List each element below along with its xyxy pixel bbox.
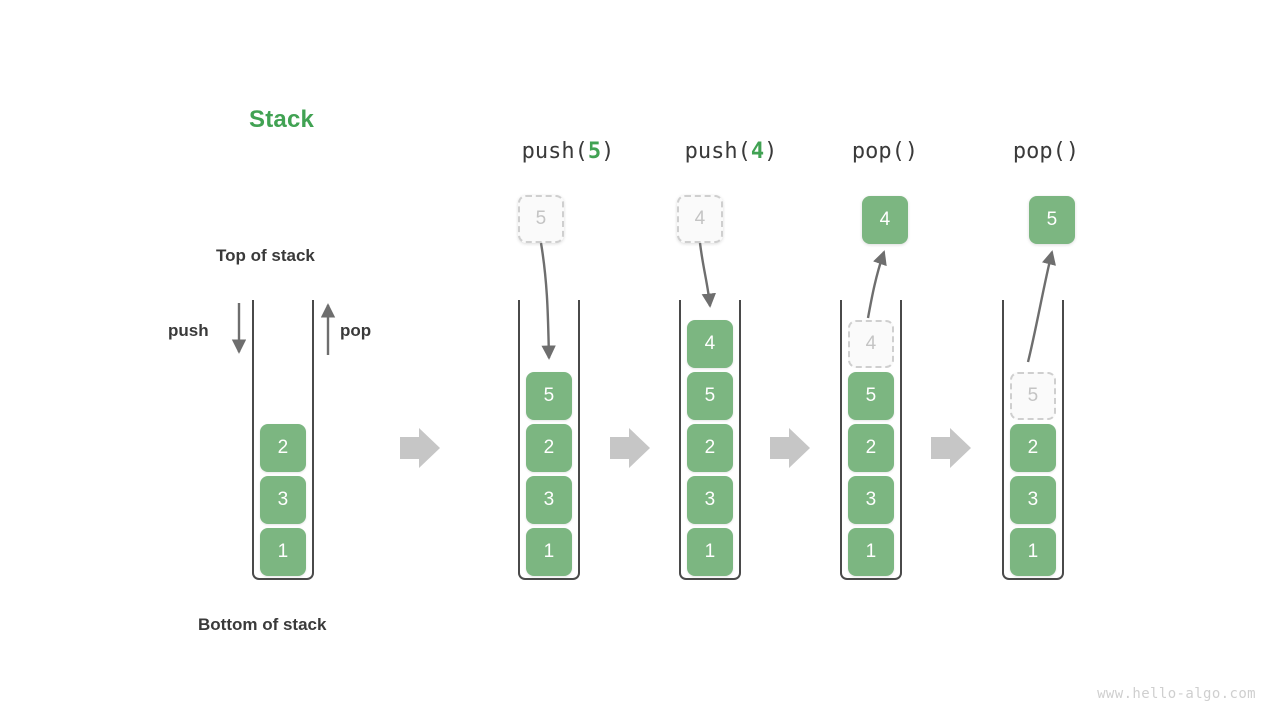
stack-container bbox=[518, 300, 580, 580]
push-label: push bbox=[168, 321, 209, 340]
stack-cell: 1 bbox=[526, 528, 572, 576]
stack-cell: 5 bbox=[687, 372, 733, 420]
op-header-pop-1: pop() bbox=[852, 139, 918, 164]
pop-label: pop bbox=[340, 321, 372, 340]
op-header-close: ) bbox=[601, 139, 615, 164]
op-header-name: push( bbox=[521, 139, 588, 164]
op-header-push-4: push(4) bbox=[685, 139, 778, 164]
step-arrow-1 bbox=[400, 428, 440, 468]
stack-cell: 3 bbox=[1010, 476, 1056, 524]
op-header-arg: 5 bbox=[587, 139, 602, 164]
stack-cell: 1 bbox=[260, 528, 306, 576]
floating-cell-ghost: 5 bbox=[518, 195, 564, 243]
stack-cell: 2 bbox=[1010, 424, 1056, 472]
op-header-name: push( bbox=[684, 139, 751, 164]
floating-cell-popped: 4 bbox=[862, 196, 908, 244]
stack-cell: 5 bbox=[526, 372, 572, 420]
stack-cell-ghost: 4 bbox=[848, 320, 894, 368]
stack-container bbox=[1002, 300, 1064, 580]
step-arrow-2 bbox=[610, 428, 650, 468]
op-header-name: pop() bbox=[851, 139, 919, 164]
floating-cell-ghost: 4 bbox=[677, 195, 723, 243]
stack-cell: 1 bbox=[848, 528, 894, 576]
op-header-close: ) bbox=[764, 139, 778, 164]
stack-cell: 2 bbox=[848, 424, 894, 472]
stack-container bbox=[840, 300, 902, 580]
stack-cell: 3 bbox=[848, 476, 894, 524]
stack-cell: 3 bbox=[687, 476, 733, 524]
stack-cell: 2 bbox=[526, 424, 572, 472]
push-4-flow-arrow bbox=[698, 242, 716, 308]
bottom-of-stack-label: Bottom of stack bbox=[198, 615, 327, 634]
stack-cell: 2 bbox=[687, 424, 733, 472]
step-arrow-3 bbox=[770, 428, 810, 468]
stack-container bbox=[679, 300, 741, 580]
floating-cell-popped: 5 bbox=[1029, 196, 1075, 244]
stack-cell: 5 bbox=[848, 372, 894, 420]
op-header-pop-2: pop() bbox=[1013, 139, 1079, 164]
stack-cell: 1 bbox=[1010, 528, 1056, 576]
page-title: Stack bbox=[249, 106, 315, 133]
step-arrow-4 bbox=[931, 428, 971, 468]
stack-cell: 3 bbox=[526, 476, 572, 524]
watermark: www.hello-algo.com bbox=[1097, 686, 1256, 702]
op-header-arg: 4 bbox=[750, 139, 765, 164]
stack-cell: 3 bbox=[260, 476, 306, 524]
op-header-push-5: push(5) bbox=[522, 139, 615, 164]
stack-cell: 2 bbox=[260, 424, 306, 472]
op-header-name: pop() bbox=[1012, 139, 1080, 164]
stack-container bbox=[252, 300, 314, 580]
stack-cell: 1 bbox=[687, 528, 733, 576]
stack-cell: 4 bbox=[687, 320, 733, 368]
top-of-stack-label: Top of stack bbox=[216, 246, 315, 265]
stack-cell-ghost: 5 bbox=[1010, 372, 1056, 420]
